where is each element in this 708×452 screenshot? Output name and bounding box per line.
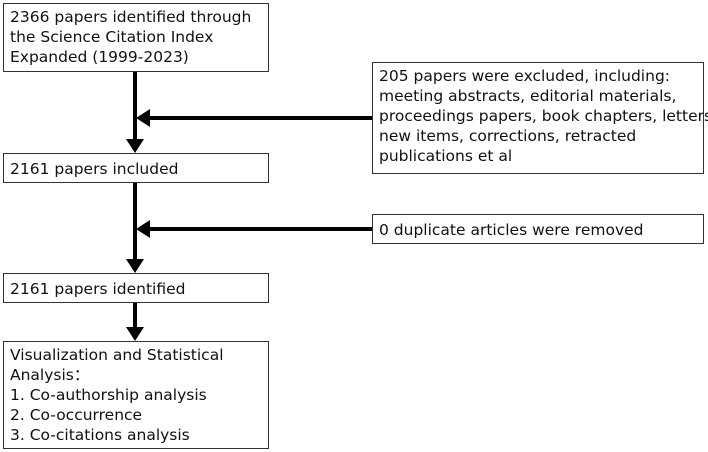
box-text-line: 205 papers were excluded, including:	[379, 67, 671, 85]
box-text-line: Expanded (1999-2023)	[10, 48, 189, 66]
box-text-line: new items, corrections, retracted	[379, 127, 637, 145]
arrowhead-down-3	[126, 327, 144, 341]
arrowhead-down-1	[126, 139, 144, 153]
arrowhead-left-2	[136, 220, 150, 238]
box-text-line: 0 duplicate articles were removed	[379, 221, 644, 239]
arrowhead-down-2	[126, 259, 144, 273]
box-text-line: 1. Co-authorship analysis	[10, 386, 207, 404]
box-text-line: meeting abstracts, editorial materials,	[379, 87, 677, 105]
box-text-line: 2. Co-occurrence	[10, 406, 143, 424]
box-text-line: 2161 papers identified	[10, 280, 186, 298]
box-text-line: the Science Citation Index	[10, 28, 214, 46]
box-text-line: proceedings papers, book chapters, lette…	[379, 107, 708, 125]
analysis-box: Visualization and Statistical Analysis： …	[3, 341, 269, 449]
box-text-line: 2161 papers included	[10, 160, 179, 178]
box-text-line: Visualization and Statistical	[10, 346, 224, 364]
box-text-line: 2366 papers identified through	[10, 8, 252, 26]
included-papers-box: 2161 papers included	[3, 153, 269, 183]
arrowhead-left-1	[136, 109, 150, 127]
identified-sci-box: 2366 papers identified through the Scien…	[3, 3, 269, 72]
duplicates-removed-box: 0 duplicate articles were removed	[372, 214, 704, 244]
final-identified-box: 2161 papers identified	[3, 273, 269, 303]
excluded-papers-box: 205 papers were excluded, including: mee…	[372, 62, 708, 174]
box-text-line: 3. Co-citations analysis	[10, 426, 190, 444]
box-text-line: Analysis：	[10, 366, 90, 384]
box-text-line: publications et al	[379, 147, 513, 165]
